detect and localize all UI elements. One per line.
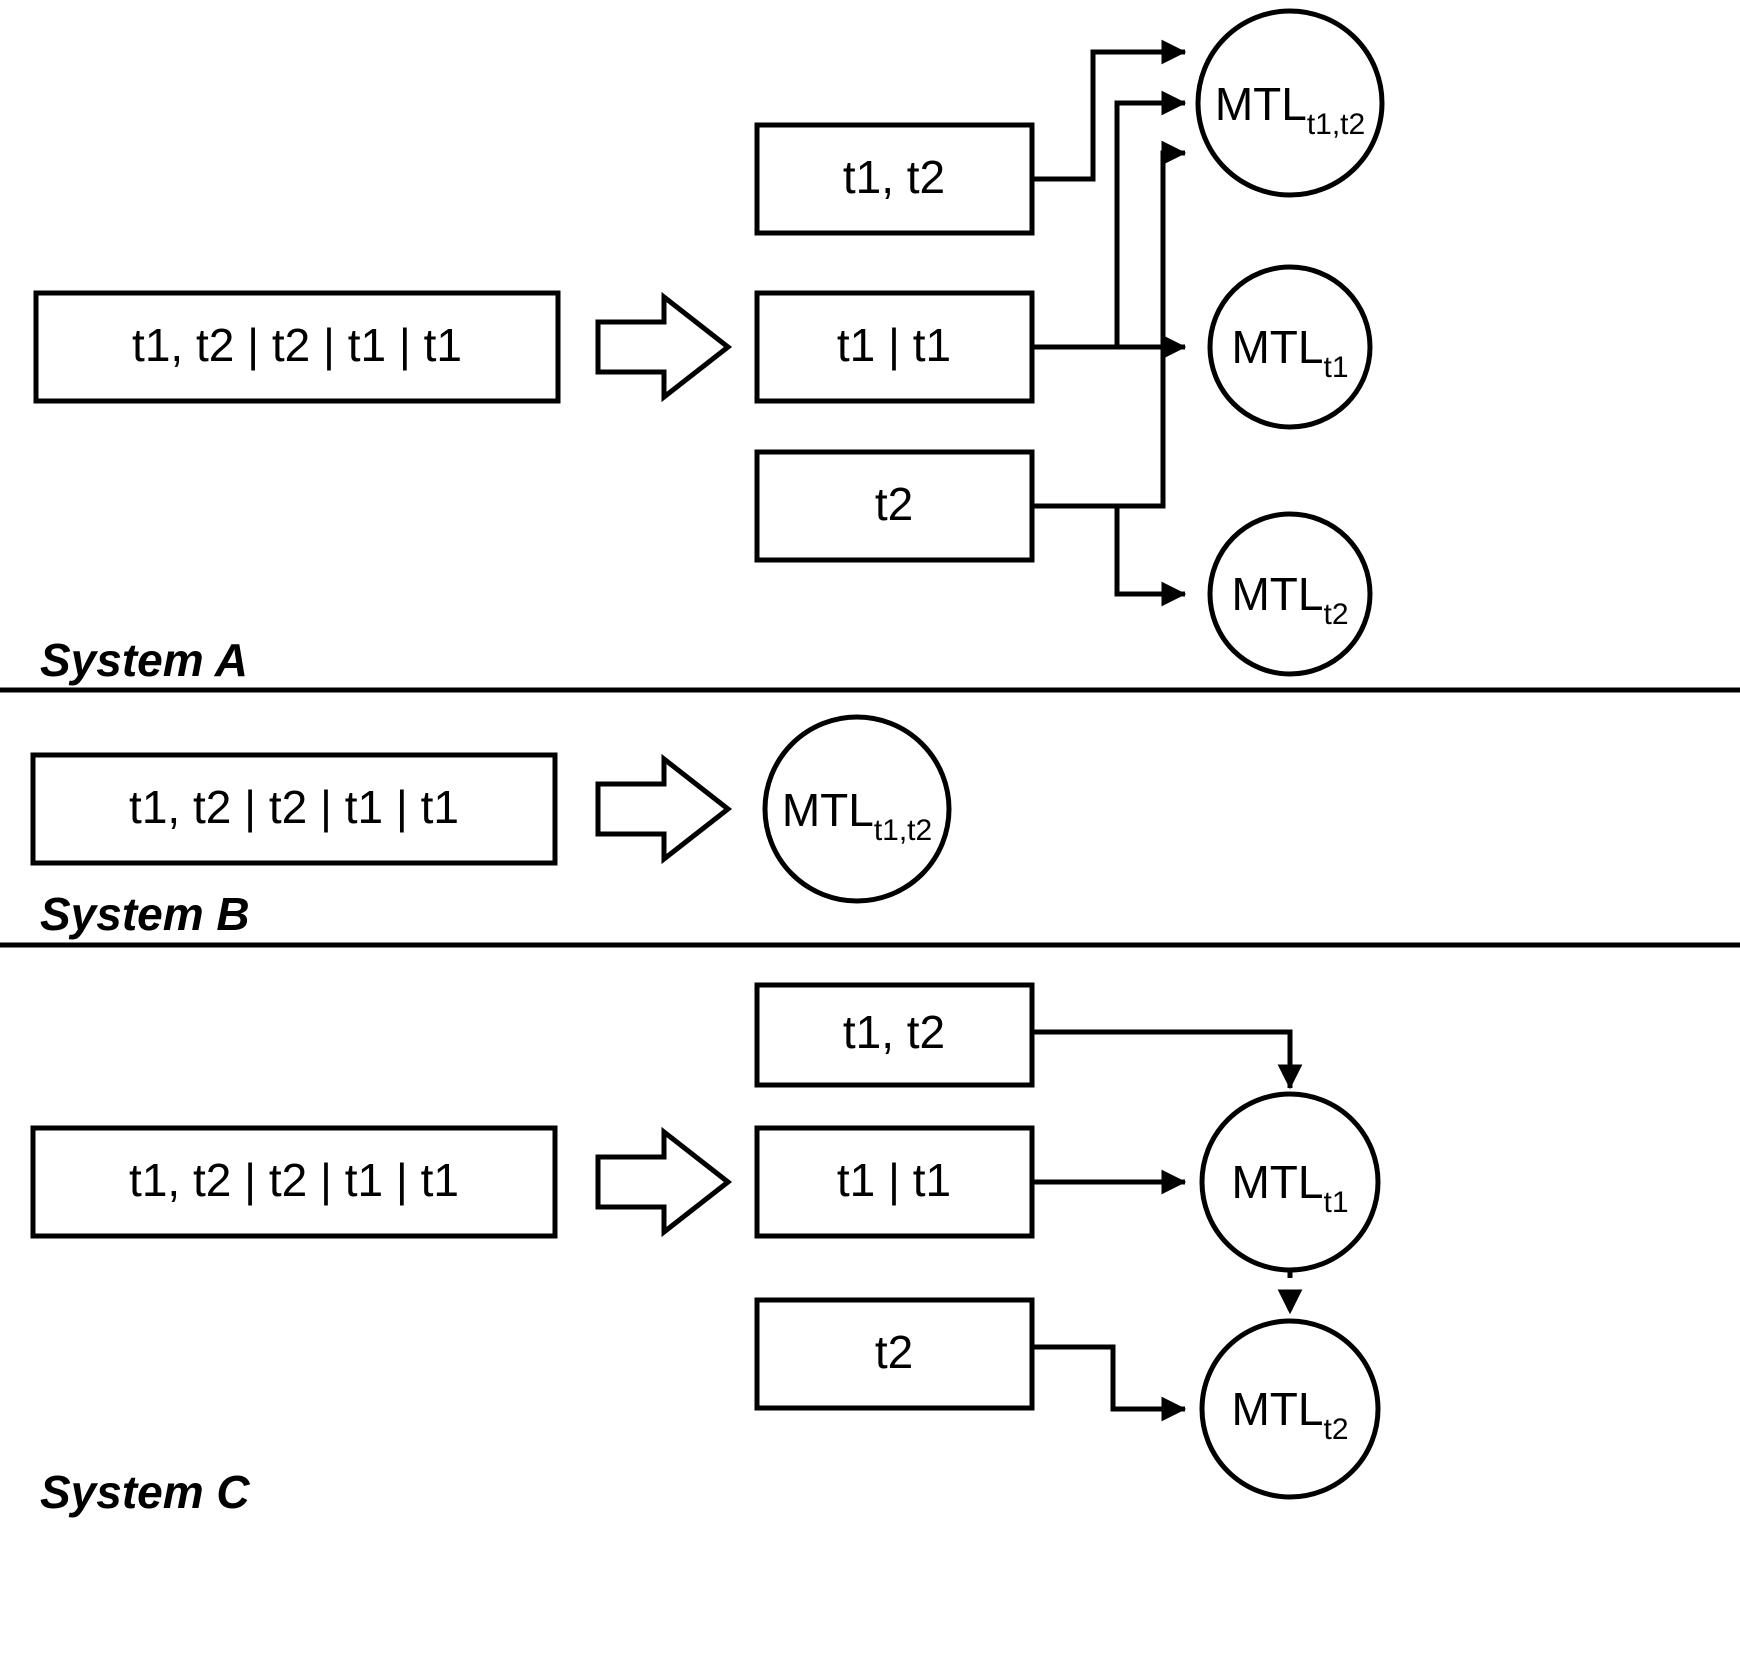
input-box-label: t1, t2 | t2 | t1 | t1 xyxy=(129,781,459,833)
model-label: MTLt2 xyxy=(1231,568,1348,631)
split-box-label: t2 xyxy=(875,478,913,530)
model-label: MTLt1 xyxy=(1231,321,1348,384)
system-a-label: System A xyxy=(40,634,248,686)
split-box-rect xyxy=(754,1297,1035,1411)
system-a-model-mtl-t1[interactable]: MTLt1 xyxy=(1207,264,1373,430)
input-box-rect xyxy=(30,752,558,866)
system-b-input-box[interactable]: t1, t2 | t2 | t1 | t1 xyxy=(30,752,558,866)
connector-a-box3-to-mtl-t2 xyxy=(1032,503,1187,607)
system-a-split-box-2[interactable]: t1 | t1 xyxy=(754,290,1035,404)
system-a-group: t1, t2 | t2 | t1 | t1 t1, t2 t1 | t1 t2 xyxy=(33,8,1385,686)
connector-c-box3-to-mtl-t2 xyxy=(1032,1344,1187,1422)
system-c-model-mtl-t2[interactable]: MTLt2 xyxy=(1199,1318,1381,1500)
model-label-base: MTL xyxy=(1231,1383,1323,1435)
model-label-base: MTL xyxy=(1215,78,1307,130)
model-circle xyxy=(1195,8,1385,198)
system-a-input-box[interactable]: t1, t2 | t2 | t1 | t1 xyxy=(33,290,561,404)
system-c-input-box[interactable]: t1, t2 | t2 | t1 | t1 xyxy=(30,1125,558,1239)
input-box-rect xyxy=(33,290,561,404)
split-box-rect xyxy=(754,290,1035,404)
model-label: MTLt1 xyxy=(1231,1156,1348,1219)
system-b-label: System B xyxy=(40,888,250,940)
model-label-base: MTL xyxy=(1231,321,1323,373)
system-a-model-mtl-t2[interactable]: MTLt2 xyxy=(1207,511,1373,677)
model-label-base: MTL xyxy=(1231,568,1323,620)
system-c-split-box-1[interactable]: t1, t2 xyxy=(754,982,1035,1088)
connector-a-box2-to-mtl-t1t2 xyxy=(1114,90,1187,347)
connector-c-box1-to-mtl-t1 xyxy=(1032,1029,1303,1090)
system-a-split-box-1[interactable]: t1, t2 xyxy=(754,122,1035,236)
split-box-label: t1 | t1 xyxy=(837,1154,951,1206)
split-box-rect xyxy=(754,1125,1035,1239)
model-circle xyxy=(1199,1318,1381,1500)
split-box-label: t1, t2 xyxy=(843,151,945,203)
system-c-label: System C xyxy=(40,1466,250,1518)
model-label-subscript: t2 xyxy=(1323,1413,1348,1446)
system-a-split-box-3[interactable]: t2 xyxy=(754,449,1035,563)
input-box-label: t1, t2 | t2 | t1 | t1 xyxy=(132,319,462,371)
input-box-label: t1, t2 | t2 | t1 | t1 xyxy=(129,1154,459,1206)
model-label-subscript: t1,t2 xyxy=(1307,108,1365,141)
model-label-subscript: t1 xyxy=(1323,1186,1348,1219)
model-circle xyxy=(1199,1091,1381,1273)
model-label-base: MTL xyxy=(1231,1156,1323,1208)
block-arrow-right-icon xyxy=(595,291,733,403)
block-arrow-right-icon xyxy=(595,1126,733,1238)
input-box-rect xyxy=(30,1125,558,1239)
split-box-label: t1 | t1 xyxy=(837,319,951,371)
system-c-split-box-2[interactable]: t1 | t1 xyxy=(754,1125,1035,1239)
model-label-subscript: t1,t2 xyxy=(874,814,932,847)
system-a-model-mtl-t1t2[interactable]: MTLt1,t2 xyxy=(1195,8,1385,198)
block-arrow-right-icon xyxy=(595,753,733,865)
model-circle xyxy=(762,714,952,904)
connector-a-box1-to-mtl-t1t2 xyxy=(1032,39,1187,182)
model-label: MTLt2 xyxy=(1231,1383,1348,1446)
model-circle xyxy=(1207,511,1373,677)
model-label-subscript: t1 xyxy=(1323,351,1348,384)
model-circle xyxy=(1207,264,1373,430)
system-c-split-box-3[interactable]: t2 xyxy=(754,1297,1035,1411)
system-b-group: t1, t2 | t2 | t1 | t1 MTLt1,t2 System B xyxy=(30,714,952,940)
model-label: MTLt1,t2 xyxy=(782,784,932,847)
split-box-rect xyxy=(754,982,1035,1088)
system-c-model-mtl-t1[interactable]: MTLt1 xyxy=(1199,1091,1381,1273)
model-label-subscript: t2 xyxy=(1323,598,1348,631)
system-b-model-mtl-t1t2[interactable]: MTLt1,t2 xyxy=(762,714,952,904)
system-c-group: t1, t2 | t2 | t1 | t1 t1, t2 t1 | t1 t2 xyxy=(30,982,1381,1518)
model-label-base: MTL xyxy=(782,784,874,836)
model-label: MTLt1,t2 xyxy=(1215,78,1365,141)
split-box-label: t1, t2 xyxy=(843,1006,945,1058)
split-box-rect xyxy=(754,122,1035,236)
connector-a-box3-to-mtl-t1t2 xyxy=(1032,140,1187,509)
split-box-label: t2 xyxy=(875,1326,913,1378)
